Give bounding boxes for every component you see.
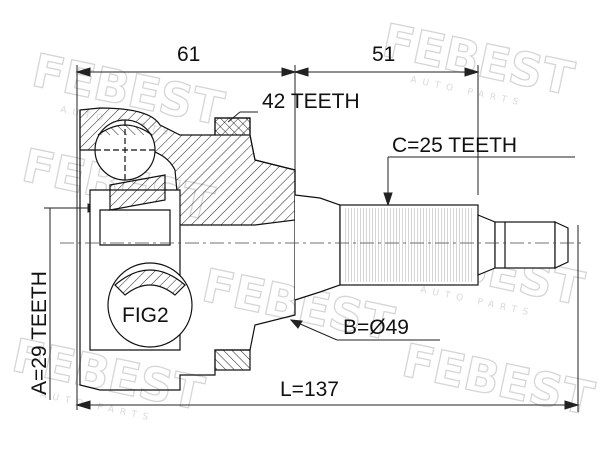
dimension-texts: 61 51 L=137 42 TEETH C=25 TEETH B=Ø49 FI… bbox=[28, 43, 517, 401]
dimension-51: 51 bbox=[372, 43, 395, 66]
label-fig2: FIG2 bbox=[122, 304, 169, 327]
label-42-teeth: 42 TEETH bbox=[262, 90, 360, 113]
label-25-teeth: C=25 TEETH bbox=[392, 134, 517, 157]
dimension-total-length: L=137 bbox=[280, 378, 339, 401]
dimension-61: 61 bbox=[177, 43, 200, 66]
label-29-teeth: A=29 TEETH bbox=[28, 271, 51, 395]
label-diameter: B=Ø49 bbox=[343, 316, 409, 339]
dimension-lines bbox=[44, 65, 580, 412]
watermark-logo: FEBEST bbox=[398, 333, 599, 426]
cv-joint-body bbox=[60, 107, 585, 391]
